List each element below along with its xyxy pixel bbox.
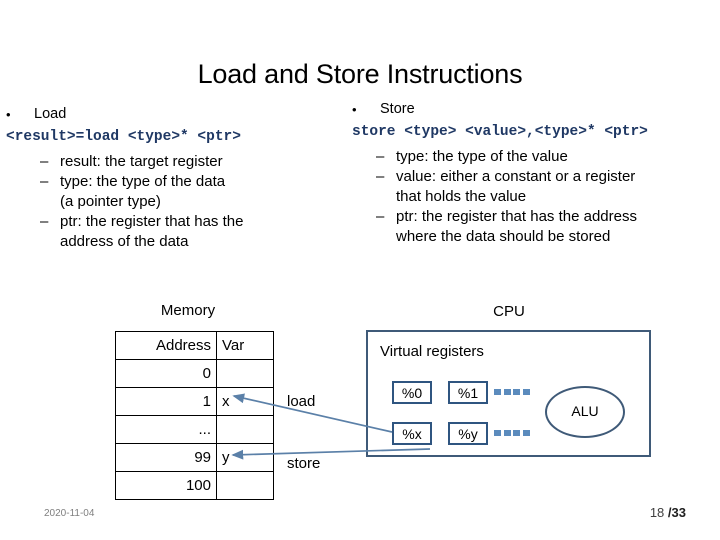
register-box-0: %0 [392,381,432,404]
right-column: • Store store <type> <value>,<type>* <pt… [352,100,720,247]
page-separator: / [667,505,672,520]
column-header-address: Address [115,331,217,360]
list-item-continuation: address of the data [60,233,189,250]
page-current: 18 [649,505,665,520]
page-title: Load and Store Instructions [197,59,523,89]
cell-var [216,471,274,500]
list-item: – value: either a constant or a register… [376,167,720,207]
load-arrow-label: load [287,393,316,410]
left-column: • Load <result>=load <type>* <ptr> – res… [6,105,354,252]
bullet-dot-icon: • [352,102,357,117]
cell-address: ... [115,415,217,444]
list-item: – type: the type of the value [376,147,720,167]
list-item-label: ptr: the register that has the [60,213,244,230]
cell-address: 100 [115,471,217,500]
cell-var: x [216,387,274,416]
dash-marker-icon: – [40,153,49,170]
register-box-1: %1 [448,381,488,404]
list-item: – ptr: the register that has the address… [40,212,354,252]
cpu-caption: CPU [493,303,525,320]
store-sub-list: – type: the type of the value – value: e… [352,147,720,247]
footer-page-number: 18 /33 [650,505,686,520]
cell-var: y [216,443,274,472]
list-item-label: ptr: the register that has the address [396,208,637,225]
cell-address: 1 [115,387,217,416]
column-header-var: Var [216,331,274,360]
dash-marker-icon: – [376,208,385,225]
page-total: 33 [671,505,686,520]
memory-table: Address Var 0 1 x ... 99 y 100 [115,331,274,500]
load-code-line: <result>=load <type>* <ptr> [6,129,241,145]
bullet-dot-icon: • [6,107,11,122]
register-box-x: %x [392,422,432,445]
list-item: – ptr: the register that has the address… [376,207,720,247]
store-heading: Store [380,101,415,117]
dash-marker-icon: – [40,213,49,230]
list-item-continuation: where the data should be stored [396,228,611,245]
register-continuation-dots-top [494,389,530,395]
list-item-label: value: either a constant or a register [396,168,636,185]
table-row: 0 [115,359,274,388]
dash-marker-icon: – [376,168,385,185]
store-arrow-label: store [287,455,321,472]
alu-ellipse [545,386,625,438]
table-row: 1 x [115,387,274,416]
register-continuation-dots-bottom [494,430,530,436]
cell-address: 99 [115,443,217,472]
load-sub-list: – result: the target register – type: th… [6,152,354,252]
dash-marker-icon: – [40,173,49,190]
list-item-label: type: the type of the value [396,148,568,165]
table-row: 99 y [115,443,274,472]
cell-var [216,359,274,388]
store-code-line: store <type> <value>,<type>* <ptr> [352,124,648,140]
list-item: – type: the type of the data (a pointer … [40,172,354,212]
load-bullet: • Load [6,105,354,124]
dash-marker-icon: – [376,148,385,165]
list-item-label: result: the target register [60,153,223,170]
list-item-continuation: (a pointer type) [60,193,161,210]
virtual-registers-label: Virtual registers [380,343,484,360]
alu-label: ALU [571,403,599,419]
load-heading: Load [34,106,67,122]
footer-date: 2020-11-04 [44,508,95,519]
table-row: ... [115,415,274,444]
table-header-row: Address Var [115,331,274,360]
list-item-continuation: that holds the value [396,188,527,205]
cell-var [216,415,274,444]
register-box-y: %y [448,422,488,445]
store-bullet: • Store [352,100,720,119]
list-item-label: type: the type of the data [60,173,226,190]
cell-address: 0 [115,359,217,388]
table-row: 100 [115,471,274,500]
list-item: – result: the target register [40,152,354,172]
memory-caption: Memory [160,302,216,319]
